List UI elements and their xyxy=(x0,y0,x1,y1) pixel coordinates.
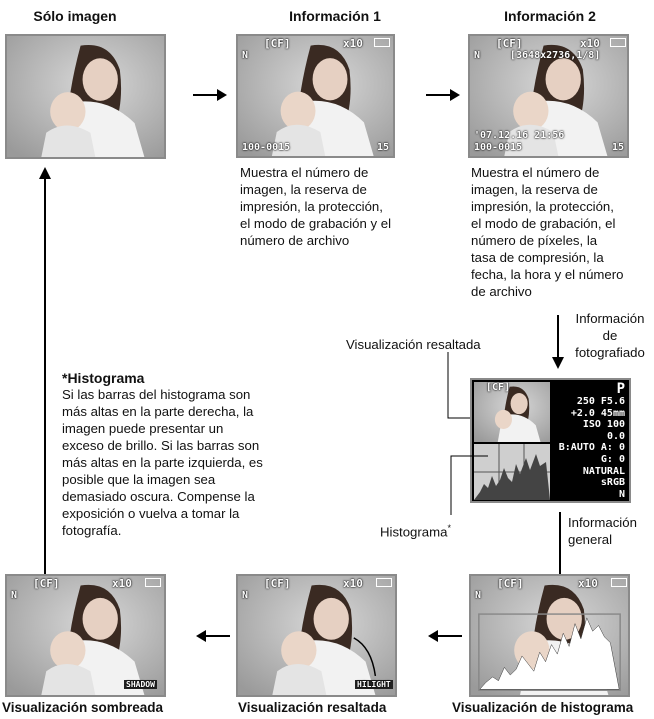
photo-mother-baby xyxy=(7,36,164,157)
photo-mother-baby xyxy=(470,36,627,156)
osd-quality: N xyxy=(242,50,249,61)
hilight-badge: HILIGHT xyxy=(355,680,393,689)
battery-icon xyxy=(610,38,626,47)
osd-quality: N xyxy=(475,590,482,601)
osd-frame: 15 xyxy=(377,142,390,153)
panel-info1: [CF] x10 N 100-0015 15 xyxy=(236,34,395,158)
photo-mother-baby xyxy=(7,576,164,695)
osd-quality: N xyxy=(11,590,18,601)
caption-shadow: Visualización sombreada xyxy=(2,700,164,715)
asterisk-mark: * xyxy=(447,523,451,533)
osd-zoom: x10 xyxy=(343,577,363,590)
osd-file: 100-0015 xyxy=(242,142,291,153)
osd-zoom: x10 xyxy=(112,577,132,590)
osd-zoom: x10 xyxy=(580,37,600,50)
histogram-note: *Histograma Si las barras del histograma… xyxy=(62,370,302,539)
title-info1: Información 1 xyxy=(289,8,381,24)
mini-histogram xyxy=(474,444,550,500)
osd-card: [CF] xyxy=(497,577,524,590)
photo-mother-baby xyxy=(238,36,393,156)
panel-info2: [CF] x10 N [3648x2736,1/8] '07.12.16 21:… xyxy=(468,34,629,158)
osd-frame: 15 xyxy=(612,142,625,153)
osd-quality: N xyxy=(242,590,249,601)
photo-mother-baby xyxy=(471,576,628,695)
histogram-note-title: *Histograma xyxy=(62,370,145,386)
osd-card: [CF] xyxy=(264,577,291,590)
title-only-image: Sólo imagen xyxy=(33,8,117,24)
osd-pixels: [3648x2736,1/8] xyxy=(510,50,601,61)
battery-icon xyxy=(611,578,627,587)
panel-combined: [CF] P 250 F5.6 +2.0 45mm ISO 100 0.0 B:… xyxy=(470,378,631,503)
shooting-info-box: P 250 F5.6 +2.0 45mm ISO 100 0.0 B:AUTO … xyxy=(551,382,629,500)
battery-icon xyxy=(374,38,390,47)
osd-datetime: '07.12.16 21:56 xyxy=(474,130,565,141)
arrow-left-1 xyxy=(196,630,230,642)
osd-file: 100-0015 xyxy=(474,142,523,153)
osd-card: [CF] xyxy=(496,37,523,50)
arrow-down-1 xyxy=(552,315,564,369)
osd-zoom: x10 xyxy=(343,37,363,50)
panel-highlight: [CF] x10 N HILIGHT xyxy=(236,574,397,697)
arrow-up-left xyxy=(39,167,51,589)
battery-icon xyxy=(376,578,392,587)
panel-shadow: [CF] x10 N SHADOW xyxy=(5,574,166,697)
arrow-right-1 xyxy=(193,89,227,101)
leader-line-histograma xyxy=(450,455,488,515)
osd-card: [CF] xyxy=(264,37,291,50)
arrow-right-2 xyxy=(426,89,460,101)
battery-icon xyxy=(145,578,161,587)
osd-card: [CF] xyxy=(486,382,511,393)
osd-zoom: x10 xyxy=(578,577,598,590)
panel-only-image xyxy=(5,34,166,159)
label-histograma: Histograma* xyxy=(380,523,451,540)
arrow-left-2 xyxy=(428,630,462,642)
label-vis-resaltada: Visualización resaltada xyxy=(346,337,481,352)
caption-highlight: Visualización resaltada xyxy=(238,700,387,715)
osd-quality: N xyxy=(474,50,481,61)
osd-card: [CF] xyxy=(33,577,60,590)
thumb-photo: [CF] xyxy=(474,382,550,442)
caption-histogram: Visualización de histograma xyxy=(452,700,634,715)
photo-mother-baby xyxy=(238,576,395,695)
panel-histogram: [CF] x10 N xyxy=(469,574,630,697)
shadow-badge: SHADOW xyxy=(124,680,157,689)
title-info2: Información 2 xyxy=(504,8,596,24)
